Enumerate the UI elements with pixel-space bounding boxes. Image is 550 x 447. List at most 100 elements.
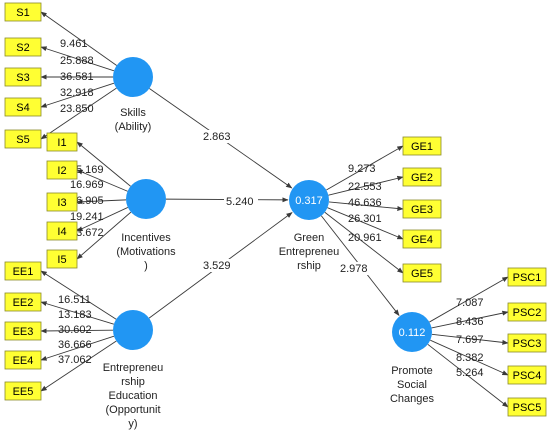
- indicator-label: EE4: [13, 355, 34, 367]
- latent-circle: [289, 180, 329, 220]
- indicator-s1: S1: [4, 2, 42, 22]
- indicator-i3: I3: [46, 192, 78, 212]
- indicator-label: EE2: [13, 297, 34, 309]
- loading-arrow-i5: [76, 211, 132, 260]
- indicator-label: EE3: [13, 326, 34, 338]
- indicator-s3: S3: [4, 67, 42, 87]
- indicator-i5: I5: [46, 249, 78, 269]
- coefficient-background: [201, 130, 235, 143]
- loading-value: 7.697: [456, 334, 484, 346]
- indicator-i4: I4: [46, 221, 78, 241]
- indicator-box: [4, 350, 42, 370]
- loading-value: 46.636: [348, 197, 382, 209]
- loading-arrow-ee4: [40, 335, 115, 361]
- latent-label-line: Promote: [391, 365, 433, 377]
- indicator-label: GE1: [411, 141, 433, 153]
- indicator-box: [507, 397, 547, 417]
- loading-arrow-s2: [40, 46, 115, 72]
- latent-label-line: Incentives: [121, 232, 171, 244]
- latent-label-line: rship: [297, 260, 321, 272]
- indicator-box: [402, 199, 442, 219]
- r-squared-value: 0.317: [295, 195, 323, 207]
- loading-arrow-s1: [40, 11, 117, 66]
- indicator-label: PSC2: [513, 307, 542, 319]
- loading-value: 13.183: [58, 309, 92, 321]
- indicator-ee4: EE4: [4, 350, 42, 370]
- indicator-psc1: PSC1: [507, 267, 547, 287]
- r-squared-value: 0.112: [399, 327, 426, 339]
- loading-arrow-ge4: [327, 207, 404, 240]
- indicator-box: [507, 267, 547, 287]
- indicator-label: I2: [57, 165, 66, 177]
- indicator-label: GE4: [411, 234, 433, 246]
- latent-label-line: Entrepreneu: [103, 362, 164, 374]
- indicator-ee5: EE5: [4, 381, 42, 401]
- coefficients-layer: 9.46125.88836.58132.91823.8505.16916.969…: [58, 38, 484, 379]
- indicator-box: [4, 321, 42, 341]
- latent-circle: [113, 57, 153, 97]
- latent-label-line: Skills: [120, 107, 146, 119]
- indicator-box: [46, 249, 78, 269]
- loading-arrow-s4: [40, 82, 115, 108]
- indicator-label: S5: [16, 134, 29, 146]
- indicator-box: [507, 365, 547, 385]
- indicator-i2: I2: [46, 160, 78, 180]
- indicator-label: PSC5: [513, 402, 542, 414]
- loading-value: 32.918: [60, 87, 94, 99]
- indicator-label: EE5: [13, 386, 34, 398]
- latent-label-line: y): [128, 418, 137, 430]
- latent-label-line: Education: [109, 390, 158, 402]
- loading-arrow-ee2: [40, 301, 114, 325]
- latent-label-line: Changes: [390, 393, 435, 405]
- latent-label-line: (Motivations: [116, 246, 176, 258]
- indicator-label: GE3: [411, 204, 433, 216]
- indicator-label: I3: [57, 197, 66, 209]
- indicator-label: S2: [16, 42, 29, 54]
- indicator-label: I5: [57, 254, 66, 266]
- indicator-ge3: GE3: [402, 199, 442, 219]
- coefficient-background: [338, 262, 372, 275]
- indicator-label: S4: [16, 102, 29, 114]
- indicator-s5: S5: [4, 129, 42, 149]
- loading-value: 30.602: [58, 324, 92, 336]
- indicator-ge5: GE5: [402, 263, 442, 283]
- indicator-ee2: EE2: [4, 292, 42, 312]
- indicator-label: I4: [57, 226, 66, 238]
- loading-arrow-psc4: [430, 339, 509, 376]
- indicator-box: [507, 333, 547, 353]
- indicator-box: [4, 292, 42, 312]
- indicator-i1: I1: [46, 132, 78, 152]
- loading-value: 26.301: [348, 213, 382, 225]
- loading-value: 9.461: [60, 38, 88, 50]
- latent-label-line: Green: [294, 232, 325, 244]
- indicator-psc3: PSC3: [507, 333, 547, 353]
- loading-arrow-psc2: [431, 310, 509, 329]
- loading-arrow-ee5: [40, 340, 117, 392]
- coefficient-background: [201, 259, 235, 272]
- indicator-ee1: EE1: [4, 261, 42, 281]
- indicator-ge4: GE4: [402, 229, 442, 249]
- indicator-label: S1: [16, 7, 29, 19]
- loading-arrow-ee1: [40, 270, 117, 320]
- latent-skills: Skills (Ability): [113, 57, 153, 133]
- loading-value: 36.581: [60, 71, 94, 83]
- indicator-label: I1: [57, 137, 66, 149]
- indicator-ee3: EE3: [4, 321, 42, 341]
- indicator-label: EE1: [13, 266, 34, 278]
- indicator-box: [4, 2, 42, 22]
- indicator-label: PSC3: [513, 338, 542, 350]
- loading-arrow-psc5: [427, 343, 509, 408]
- loading-arrow-psc3: [431, 333, 509, 345]
- latent-label-line: Social: [397, 379, 427, 391]
- indicator-box: [4, 129, 42, 149]
- loading-value: 16.969: [70, 179, 104, 191]
- indicator-box: [4, 381, 42, 401]
- indicator-label: PSC4: [513, 370, 542, 382]
- latent-label-line: (Ability): [115, 121, 152, 133]
- latent-variables-layer: Skills(Ability)Incentives(Motivations)En…: [103, 57, 435, 430]
